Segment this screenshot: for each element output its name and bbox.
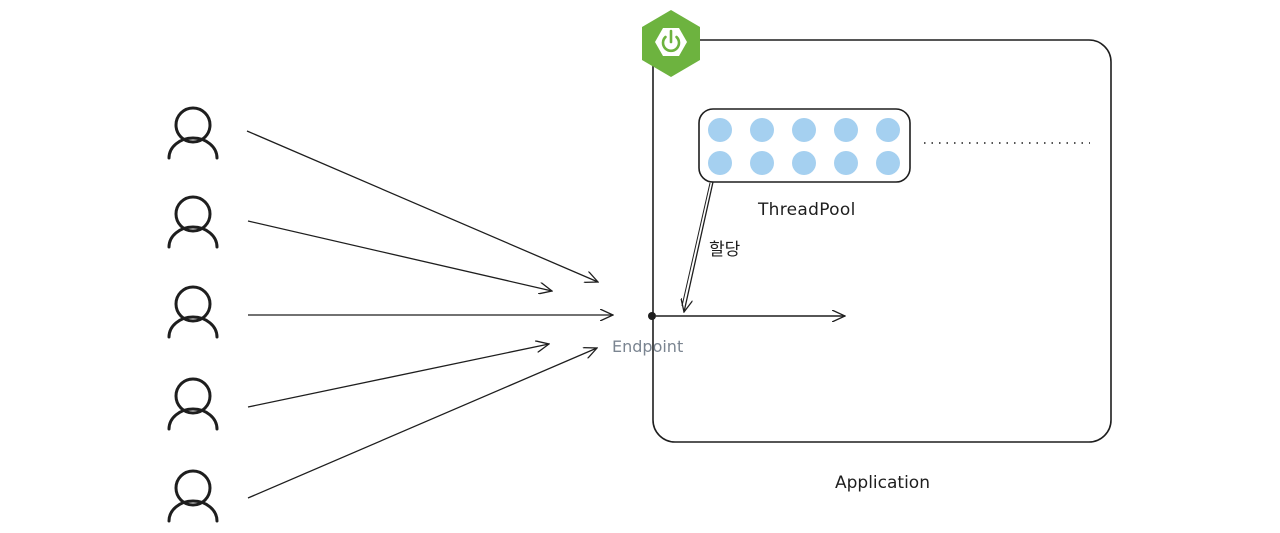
thread-dot xyxy=(708,151,732,175)
endpoint-dot xyxy=(648,312,656,320)
thread-dot xyxy=(876,118,900,142)
user-icon xyxy=(167,195,219,249)
application-label: Application xyxy=(835,473,930,493)
assignment-label: 할당 xyxy=(709,240,741,260)
assignment-arrow xyxy=(684,181,714,312)
user-icon xyxy=(167,285,219,339)
request-arrow xyxy=(246,130,598,282)
thread-dot xyxy=(750,118,774,142)
endpoint-label: Endpoint xyxy=(612,337,684,356)
user-icon xyxy=(167,377,219,431)
thread-pool-box xyxy=(698,108,911,183)
assignment-arrow-sketch xyxy=(681,182,711,307)
thread-dot xyxy=(792,118,816,142)
thread-dot xyxy=(750,151,774,175)
threads-group xyxy=(708,118,900,175)
request-arrow xyxy=(247,220,552,291)
request-arrow xyxy=(247,344,549,408)
thread-pool-label: ThreadPool xyxy=(758,200,856,220)
request-arrow xyxy=(247,348,597,499)
user-icon xyxy=(167,469,219,523)
user-icon xyxy=(167,106,219,160)
thread-dot xyxy=(834,151,858,175)
spring-logo-icon xyxy=(642,10,700,77)
thread-dot xyxy=(708,118,732,142)
thread-dot xyxy=(876,151,900,175)
thread-dot xyxy=(834,118,858,142)
application-box xyxy=(652,39,1112,443)
users-group xyxy=(167,106,219,523)
thread-dot xyxy=(792,151,816,175)
